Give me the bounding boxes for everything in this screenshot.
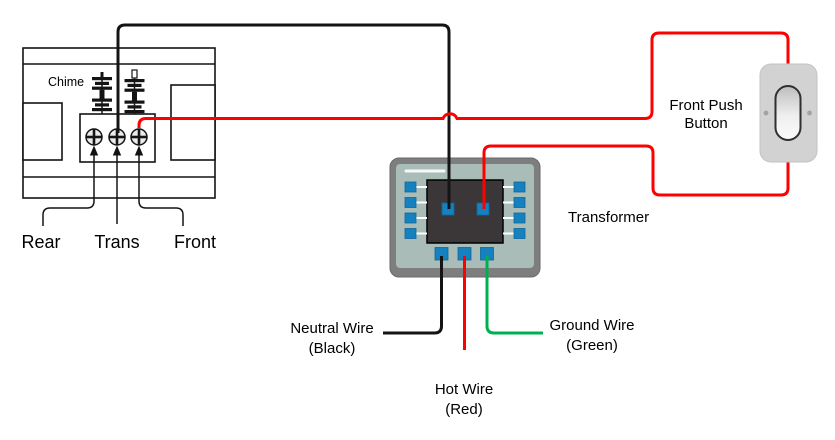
- pushbutton-button: [774, 85, 802, 141]
- hot-wire-label: Hot Wire (Red): [435, 380, 493, 420]
- front-push-button-label-line1: Front Push: [669, 97, 743, 114]
- chime-striker-left: [92, 72, 112, 114]
- transformer-label: Transformer: [568, 209, 650, 226]
- hot-wire-label-line1: Hot Wire: [434, 381, 494, 398]
- chime-right-compartment: [170, 84, 216, 161]
- front-terminal-label: Front: [173, 232, 217, 252]
- transformer-terminal: [513, 228, 526, 239]
- transformer-terminal: [404, 228, 417, 239]
- rear-screw-terminal: [85, 128, 103, 146]
- ground-wire-label: Ground Wire (Green): [549, 316, 634, 356]
- front-push-button: [759, 63, 818, 163]
- transformer-terminal: [404, 212, 417, 224]
- transformer-terminal: [513, 212, 526, 224]
- rear-terminal-label: Rear: [21, 232, 61, 252]
- ground-wire-label-line1: Ground Wire: [549, 317, 635, 334]
- chime-left-compartment: [22, 102, 63, 161]
- transformer-terminal: [404, 197, 417, 208]
- ground-wire-green: [485, 256, 543, 335]
- trans-terminal-label: Trans: [94, 232, 140, 252]
- hot-wire-label-line2: (Red): [445, 401, 483, 418]
- transformer-right-terminals: [503, 181, 526, 239]
- front-push-button-label-line2: Button: [684, 115, 728, 132]
- trans-pointer: [112, 145, 122, 224]
- pushbutton-screw-right: [807, 110, 812, 116]
- ground-wire-label-line2: (Green): [566, 337, 618, 354]
- chime-label: Chime: [48, 75, 85, 89]
- red-wire-transformer-to-button: [482, 144, 790, 209]
- chime-striker-front: [124, 69, 145, 114]
- neutral-wire-label-line1: Neutral Wire: [290, 320, 374, 337]
- front-push-button-label: Front Push Button: [669, 97, 742, 133]
- transformer-terminal: [513, 197, 526, 208]
- front-screw-terminal: [130, 128, 148, 146]
- red-wire-chime-to-button: [137, 31, 790, 128]
- transformer-left-terminals: [404, 181, 427, 239]
- pushbutton-screw-left: [763, 110, 769, 116]
- striker-pin: [131, 69, 138, 79]
- neutral-wire-label-line2: (Black): [308, 340, 356, 357]
- neutral-wire-black: [383, 256, 443, 335]
- trans-screw-terminal: [108, 128, 126, 146]
- neutral-wire-label: Neutral Wire (Black): [290, 319, 373, 359]
- front-pointer: [134, 145, 184, 226]
- transformer-terminal: [404, 181, 417, 193]
- transformer-core: [426, 179, 504, 244]
- rear-pointer: [42, 145, 99, 226]
- transformer-terminal: [513, 181, 526, 193]
- black-wire-chime-to-transformer: [116, 23, 451, 209]
